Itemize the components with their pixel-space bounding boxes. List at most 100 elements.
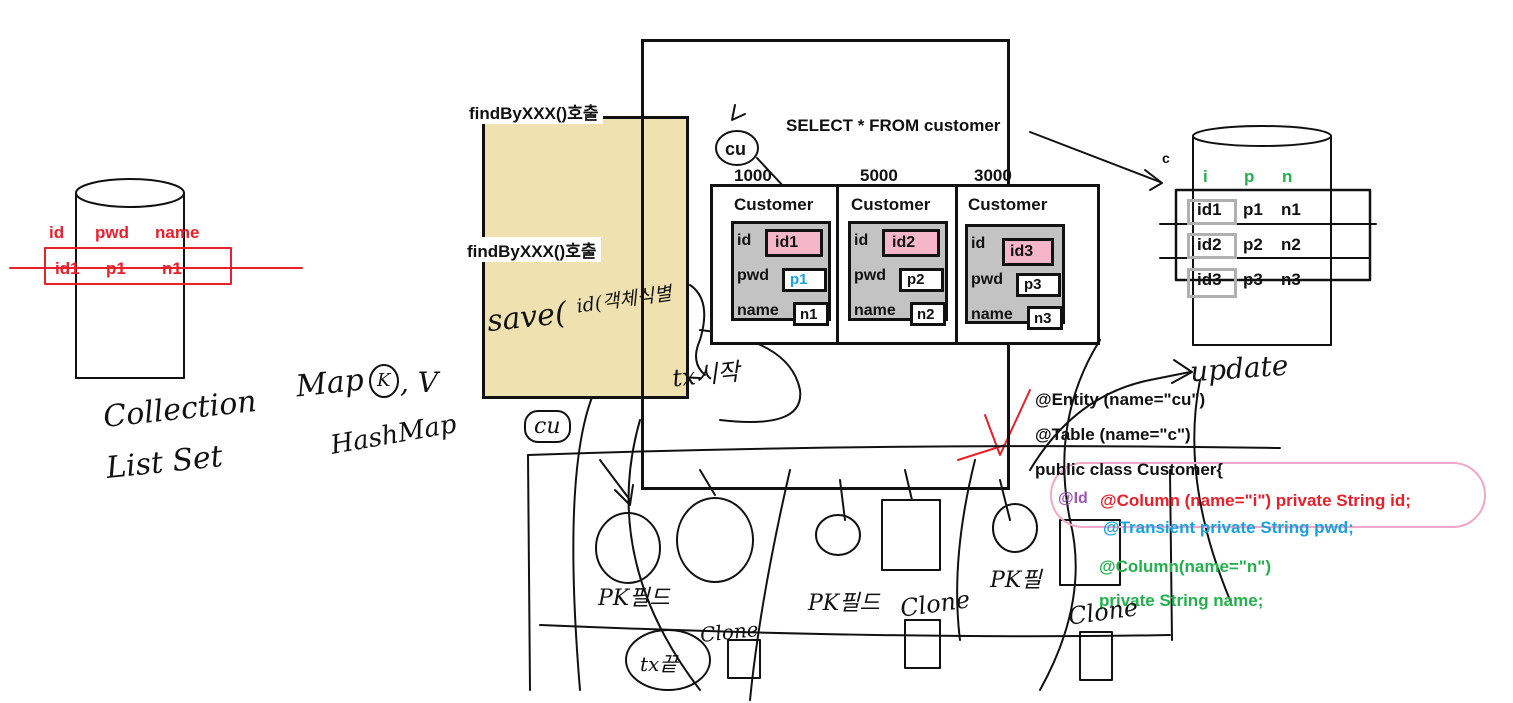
small-box-2 (904, 619, 941, 669)
right-id-box-1 (1187, 199, 1237, 225)
hw-update: update (1188, 348, 1290, 389)
hw-pk-field-3: PK필 (990, 568, 1042, 593)
small-box-1 (727, 639, 761, 679)
entity-key-2: 5000 (860, 166, 898, 185)
entity-name-box-2 (910, 302, 946, 326)
entity-id-label-1: id (737, 232, 752, 249)
brace-scribble (689, 284, 706, 376)
entity-id-value-1: id1 (775, 234, 799, 251)
clone-circle-1 (676, 497, 754, 583)
entity-pwd-label-2: pwd (854, 267, 886, 284)
hw-pk-field-1: PK필드 (598, 586, 670, 611)
entity-pwd-box-3 (1016, 273, 1061, 297)
entity-pwd-value-2: p2 (907, 271, 925, 288)
right-row3-p: p3 (1243, 270, 1263, 289)
code-column-n: @Column(name="n") (1099, 557, 1272, 576)
entity-pwd-box-2 (899, 268, 944, 292)
left-header-name: name (155, 223, 200, 242)
right-row2-n: n2 (1281, 235, 1301, 254)
entity-pwd-value-3: p3 (1024, 276, 1042, 293)
left-row-id: id1 (55, 259, 80, 278)
left-header-pwd: pwd (95, 223, 129, 242)
entity-pwd-label-1: pwd (737, 267, 769, 284)
bottom-area-bottom (539, 624, 1171, 638)
small-box-3 (1079, 631, 1113, 681)
clone-box-3 (1059, 519, 1121, 586)
entity-divider-2 (955, 184, 958, 345)
entity-name-label-3: name (971, 306, 1013, 323)
left-row-pwd: p1 (106, 259, 126, 278)
right-row2-p: p2 (1243, 235, 1263, 254)
pk-circle-3 (992, 503, 1038, 553)
hw-tx-end: tx끝 (640, 652, 678, 676)
entity-name-label-1: name (737, 302, 779, 319)
bottom-area-top (527, 445, 1281, 456)
red-check (984, 389, 1031, 456)
entity-title-3: Customer (968, 195, 1048, 214)
entity-id-label-2: id (854, 232, 869, 249)
code-entity: @Entity (name="cu") (1035, 390, 1206, 409)
entity-id-box-1 (765, 229, 823, 257)
hw-map-v: , V (400, 366, 439, 399)
right-header-i: i (1203, 167, 1208, 186)
right-row3-n: n3 (1281, 270, 1301, 289)
entity-divider-1 (836, 184, 839, 345)
pk-circle-1 (595, 512, 661, 584)
entity-id-box-3 (1002, 238, 1054, 266)
scribble-left (572, 379, 601, 691)
entity-key-3: 3000 (974, 166, 1012, 185)
sql-statement: SELECT * FROM customer (786, 116, 1001, 135)
tx-end-circle (625, 629, 711, 691)
right-id-box-3 (1187, 268, 1237, 298)
right-row1-n: n1 (1281, 200, 1301, 219)
right-row1-i: id1 (1197, 200, 1222, 219)
entity-pwd-value-1: p1 (790, 271, 808, 288)
code-table: @Table (name="c") (1035, 425, 1191, 444)
clone-box-2 (881, 499, 941, 571)
entity-name-box-3 (1027, 306, 1063, 330)
code-transient-pwd: @Transient private String pwd; (1103, 518, 1354, 537)
cu-arrow (731, 104, 746, 121)
entity-key-1: 1000 (734, 166, 772, 185)
code-name-field: private String name; (1099, 591, 1264, 610)
bottom-area-left (527, 454, 531, 691)
cu-label: cu (725, 139, 747, 159)
entity-title-1: Customer (734, 195, 814, 214)
entity-name-value-2: n2 (917, 306, 935, 323)
find-call-mid: findByXXX()호출 (467, 237, 601, 262)
code-id-annot: @Id (1058, 490, 1088, 507)
code-column-id: @Column (name="i") private String id; (1100, 491, 1411, 510)
right-cylinder (1192, 125, 1332, 346)
entity-id-value-2: id2 (892, 234, 916, 251)
entity-name-value-3: n3 (1034, 310, 1052, 327)
entity-id-label-3: id (971, 235, 986, 252)
right-header-p: p (1244, 167, 1255, 186)
cu-circle (715, 130, 759, 166)
left-header-id: id (49, 223, 65, 242)
right-table-grid (1174, 188, 1372, 282)
left-row-name: n1 (162, 259, 182, 278)
update-arrow (1029, 371, 1191, 471)
hw-map: Map (294, 362, 366, 405)
entity-name-box-1 (793, 302, 829, 326)
right-id-box-2 (1187, 233, 1237, 259)
pk-circle-2 (815, 514, 861, 556)
right-row2-i: id2 (1197, 235, 1222, 254)
entity-pwd-box-1 (782, 268, 827, 292)
right-header-n: n (1282, 167, 1293, 186)
entity-id-value-3: id3 (1010, 243, 1034, 260)
sql-arrow (1029, 131, 1161, 183)
map-k-circle (369, 364, 399, 398)
hw-pk-field-2: PK필드 (808, 591, 880, 616)
entity-id-box-2 (882, 229, 940, 257)
right-table-label: c (1162, 150, 1170, 166)
id-highlight-ring (1050, 462, 1486, 528)
entity-name-value-1: n1 (800, 306, 818, 323)
code-class-decl: public class Customer{ (1035, 460, 1224, 479)
left-row-box (44, 247, 232, 285)
entity-pwd-label-3: pwd (971, 271, 1003, 288)
left-cylinder (75, 178, 185, 379)
entity-name-label-2: name (854, 302, 896, 319)
find-call-top: findByXXX()호출 (469, 99, 603, 124)
